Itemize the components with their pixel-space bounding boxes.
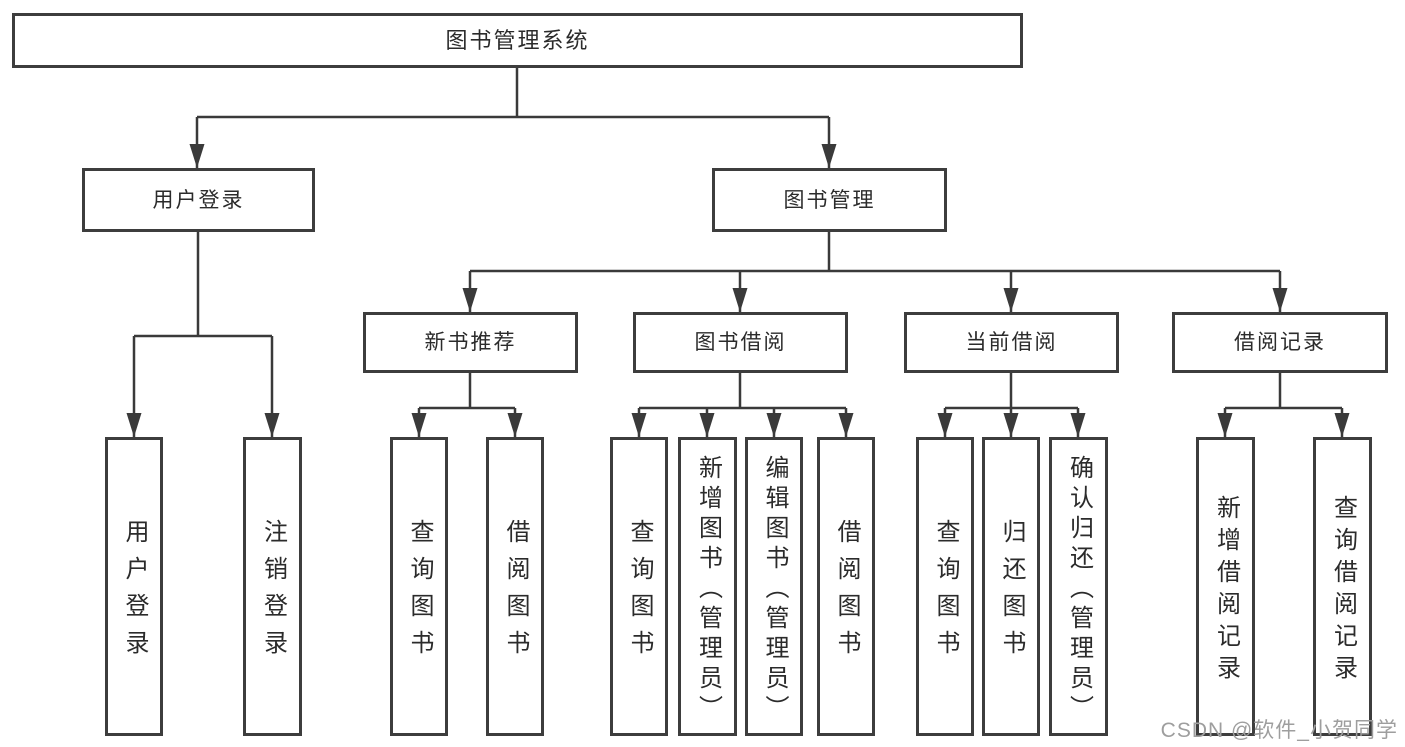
node-current-borrowing: 当前借阅 xyxy=(904,312,1119,373)
connector-book-borrow-to-leaves xyxy=(631,373,854,437)
node-new-book-recommendation: 新书推荐 xyxy=(363,312,578,373)
connector-root-to-level1 xyxy=(189,68,837,168)
leaf-edit-books-admin: 编辑图书（管理员） xyxy=(745,437,803,736)
leaf-borrow-books: 借阅图书 xyxy=(817,437,875,736)
connector-user-login-to-leaves xyxy=(126,232,280,437)
leaf-return-books: 归还图书 xyxy=(982,437,1040,736)
leaf-query-books-borrow: 查询图书 xyxy=(610,437,668,736)
leaf-add-borrow-record: 新增借阅记录 xyxy=(1196,437,1255,736)
node-book-management: 图书管理 xyxy=(712,168,947,232)
leaf-query-borrow-record: 查询借阅记录 xyxy=(1313,437,1372,736)
node-borrowing-records: 借阅记录 xyxy=(1172,312,1388,373)
leaf-logout: 注销登录 xyxy=(243,437,302,736)
leaf-add-books-admin: 新增图书（管理员） xyxy=(678,437,737,736)
connector-new-book-to-leaves xyxy=(411,373,523,437)
node-library-management-system: 图书管理系统 xyxy=(12,13,1023,68)
leaf-query-books-recommend: 查询图书 xyxy=(390,437,448,736)
node-user-login: 用户登录 xyxy=(82,168,315,232)
node-book-borrowing: 图书借阅 xyxy=(633,312,848,373)
leaf-borrow-books-recommend: 借阅图书 xyxy=(486,437,544,736)
leaf-confirm-return-admin: 确认归还（管理员） xyxy=(1049,437,1108,736)
connector-current-borrow-to-leaves xyxy=(937,373,1086,437)
csdn-watermark: CSDN @软件_小贺同学 xyxy=(1160,719,1398,742)
leaf-user-login: 用户登录 xyxy=(105,437,163,736)
connector-book-mgmt-to-level2 xyxy=(462,232,1288,312)
leaf-query-books-current: 查询图书 xyxy=(916,437,974,736)
connector-borrow-records-to-leaves xyxy=(1217,373,1350,437)
